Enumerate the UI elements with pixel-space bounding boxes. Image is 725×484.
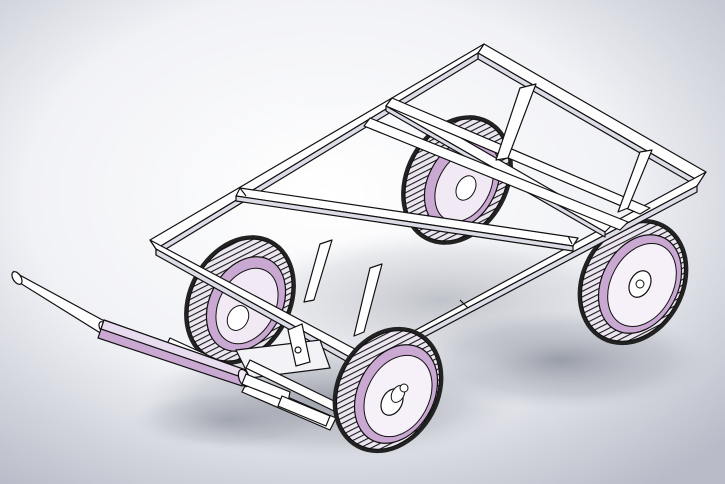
- pull-handle: [11, 270, 331, 427]
- cart-frame: [149, 43, 707, 371]
- wheel-rear-right: [577, 218, 689, 346]
- wheel-front-right: [332, 326, 444, 454]
